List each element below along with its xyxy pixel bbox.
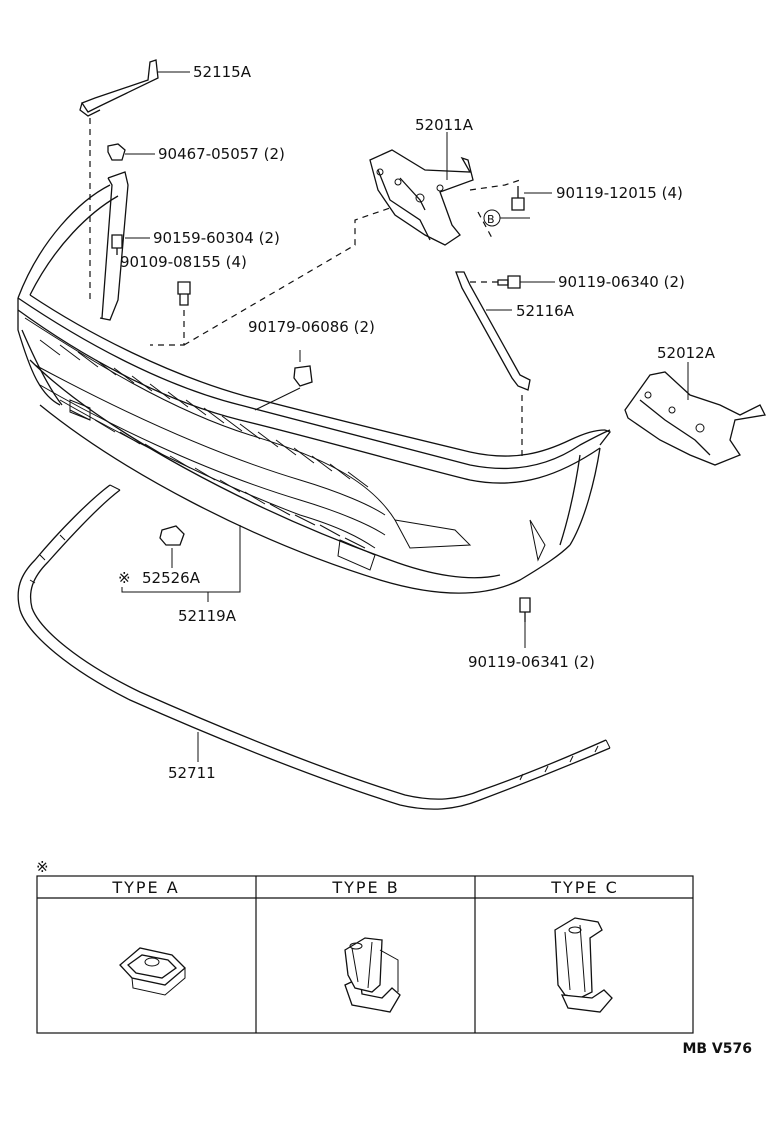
clip-52526A-illustration bbox=[159, 525, 185, 546]
label-90159-60304: 90159-60304 (2) bbox=[153, 229, 280, 247]
label-52012A: 52012A bbox=[657, 344, 716, 362]
bolt-90119-06340-illustration bbox=[497, 275, 521, 289]
label-b-marker: B bbox=[487, 213, 495, 226]
leader-52011A-bolt bbox=[469, 179, 521, 191]
leader-90109-down bbox=[150, 310, 185, 346]
label-52115A: 52115A bbox=[193, 63, 252, 81]
clip-90467-illustration bbox=[107, 143, 126, 161]
clip-90179-illustration bbox=[293, 365, 313, 387]
diagram-code: MB V576 bbox=[682, 1041, 752, 1057]
label-90109-08155: 90109-08155 (4) bbox=[120, 253, 247, 271]
label-90119-06341: 90119-06341 (2) bbox=[468, 653, 595, 671]
bracket-52011A-illustration bbox=[369, 149, 474, 246]
leader-90109-bracket bbox=[183, 207, 391, 346]
type-a-clip-icon bbox=[119, 947, 186, 996]
note-mark-52526A: ※ bbox=[118, 569, 131, 587]
clip-type-table: ※ TYPE A TYPE B TYPE C bbox=[36, 858, 694, 1034]
bumper-cover-illustration bbox=[17, 184, 612, 594]
side-retainer-illustration bbox=[99, 171, 129, 321]
brace-52116A-illustration bbox=[455, 271, 531, 391]
label-90179-06086: 90179-06086 (2) bbox=[248, 318, 375, 336]
label-52711: 52711 bbox=[168, 764, 216, 782]
table-note-mark: ※ bbox=[36, 858, 49, 876]
bracket-52012A-illustration bbox=[624, 371, 766, 466]
leader-90179 bbox=[254, 387, 301, 411]
table-header-type-a: TYPE A bbox=[111, 878, 179, 897]
label-52526A: 52526A bbox=[142, 569, 201, 587]
label-52011A: 52011A bbox=[415, 116, 474, 134]
type-c-clip-icon bbox=[554, 917, 613, 1013]
table-header-type-b: TYPE B bbox=[331, 878, 399, 897]
type-b-clip-icon bbox=[344, 937, 401, 1013]
screw-90159-illustration bbox=[111, 234, 123, 255]
molding-52711-illustration bbox=[17, 484, 611, 810]
bolt-90109-illustration bbox=[177, 281, 191, 306]
label-90119-12015: 90119-12015 (4) bbox=[556, 184, 683, 202]
label-90119-06340: 90119-06340 (2) bbox=[558, 273, 685, 291]
table-header-type-c: TYPE C bbox=[550, 878, 619, 897]
grille-openings bbox=[34, 339, 386, 571]
label-52119A: 52119A bbox=[178, 607, 237, 625]
bolt-90119-06341-illustration bbox=[519, 597, 531, 622]
leader-b-marker bbox=[477, 211, 493, 239]
bracket-52115A-illustration bbox=[79, 59, 159, 117]
label-52116A: 52116A bbox=[516, 302, 575, 320]
label-90467-05057: 90467-05057 (2) bbox=[158, 145, 285, 163]
bolt-90119-12015-illustration bbox=[511, 186, 525, 211]
leader-52119A bbox=[121, 525, 241, 593]
